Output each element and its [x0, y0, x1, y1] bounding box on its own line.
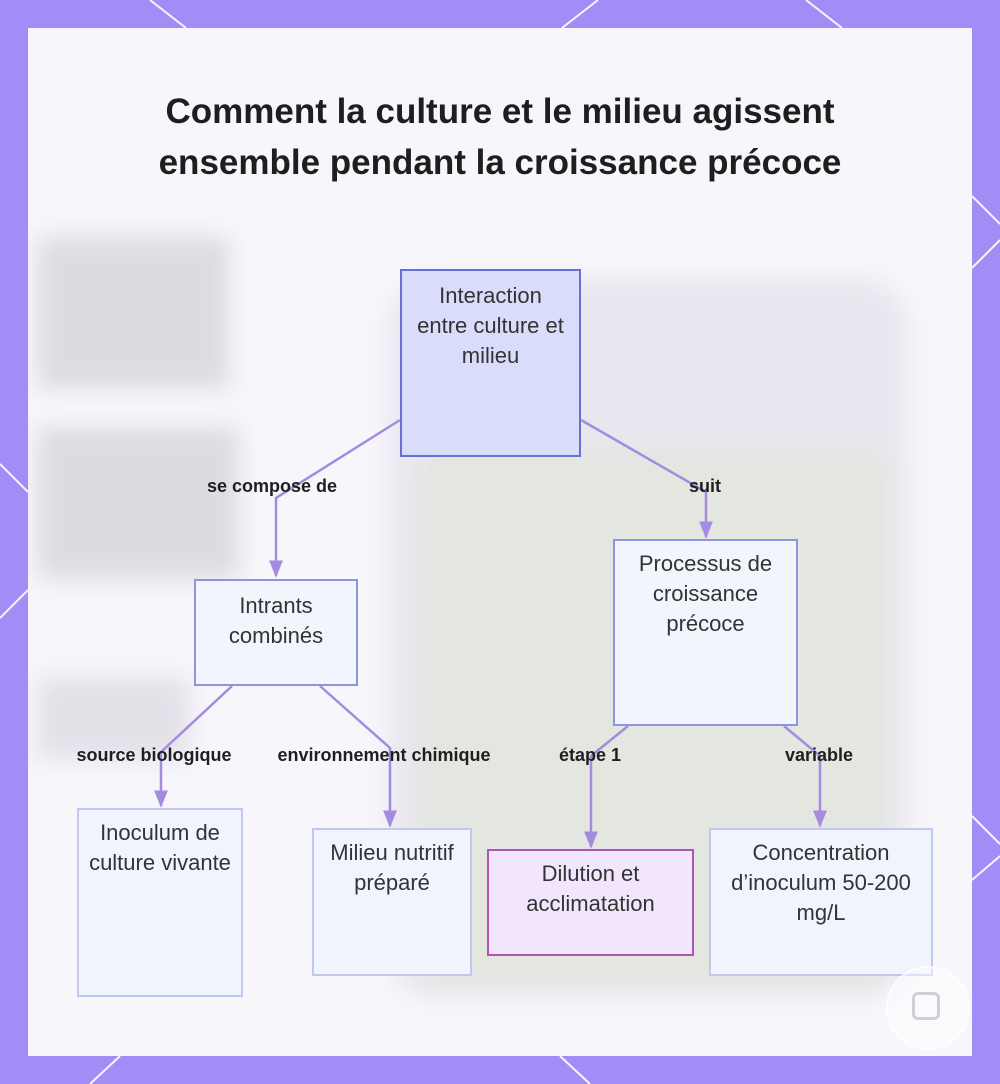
edge-label-suit: suit	[688, 476, 722, 496]
edge-intrants-to-milieu	[319, 685, 397, 828]
edge-label-etape-1: étape 1	[558, 745, 622, 765]
connector-lines	[154, 418, 827, 849]
diagram-panel: Comment la culture et le milieu agissent…	[28, 28, 972, 1056]
node-milieu-nutritif: Milieu nutritif préparé	[312, 828, 472, 976]
node-dilution-acclimatation: Dilution et acclimatation	[487, 849, 694, 956]
node-root-interaction: Interaction entre culture et milieu	[400, 269, 581, 457]
edge-processus-to-dilution	[584, 725, 629, 849]
edge-root-to-intrants	[269, 418, 401, 578]
watermark-badge-icon	[886, 966, 970, 1050]
node-concentration-inoculum: Concentration d’inoculum 50-200 mg/L	[709, 828, 933, 976]
edge-intrants-to-inoculum	[154, 685, 233, 808]
edge-root-to-processus	[580, 418, 713, 539]
edge-processus-to-concentration	[783, 725, 827, 828]
node-processus-croissance: Processus de croissance précoce	[613, 539, 798, 726]
edge-label-se-compose-de: se compose de	[206, 476, 338, 496]
node-intrants-combines: Intrants combinés	[194, 579, 358, 686]
edge-label-environnement-chimique: environnement chimique	[277, 745, 491, 765]
edge-label-source-biologique: source biologique	[76, 745, 232, 765]
node-inoculum-culture: Inoculum de culture vivante	[77, 808, 243, 997]
edge-label-variable: variable	[784, 745, 854, 765]
diagram-title: Comment la culture et le milieu agissent…	[158, 92, 842, 182]
